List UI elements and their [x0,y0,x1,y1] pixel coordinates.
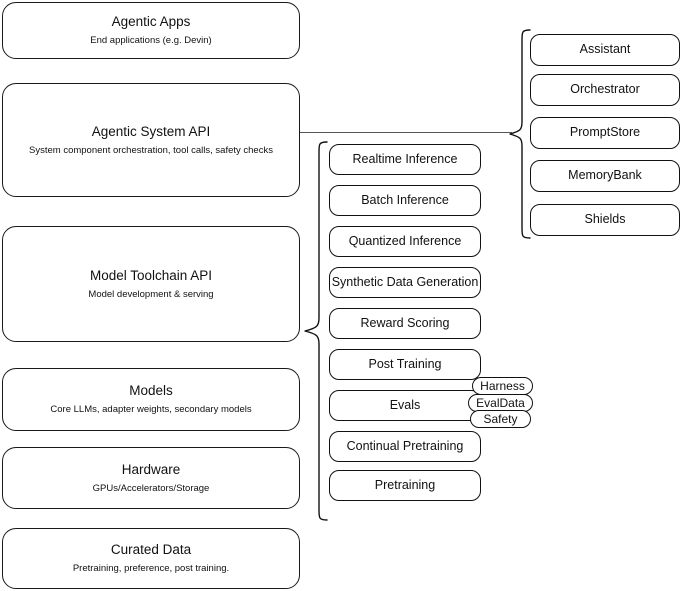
item-label: Quantized Inference [348,233,462,248]
eval-tag-label: Harness [480,379,525,393]
item-label: Evals [389,397,421,412]
toolchain-item-synthetic-data-generation[interactable]: Synthetic Data Generation [329,267,481,298]
item-label: Synthetic Data Generation [331,274,479,289]
toolchain-item-pretraining[interactable]: Pretraining [329,470,481,501]
layer-title: Curated Data [110,542,192,558]
item-label: Realtime Inference [352,151,458,166]
layer-subtitle: System component orchestration, tool cal… [29,144,273,156]
item-label: MemoryBank [568,168,642,183]
layer-subtitle: GPUs/Accelerators/Storage [92,482,210,494]
layer-box-models[interactable]: Models Core LLMs, adapter weights, secon… [2,368,300,431]
connector-line-agentic-system [300,132,512,133]
layer-title: Agentic System API [91,123,211,139]
layer-box-agentic-apps[interactable]: Agentic Apps End applications (e.g. Devi… [2,2,300,59]
brace-toolchain [304,141,328,521]
agentic-item-shields[interactable]: Shields [530,204,680,236]
toolchain-item-realtime-inference[interactable]: Realtime Inference [329,144,481,175]
item-label: Post Training [368,356,442,371]
toolchain-item-quantized-inference[interactable]: Quantized Inference [329,226,481,257]
item-label: Reward Scoring [360,315,450,330]
layer-box-curated-data[interactable]: Curated Data Pretraining, preference, po… [2,528,300,589]
item-label: Orchestrator [570,82,640,97]
item-label: Batch Inference [361,192,449,207]
eval-tag-label: Safety [483,412,518,426]
layer-subtitle: End applications (e.g. Devin) [90,35,212,46]
layer-title: Models [129,383,173,399]
agentic-item-orchestrator[interactable]: Orchestrator [530,74,680,106]
item-label: Assistant [579,42,631,57]
agentic-item-memorybank[interactable]: MemoryBank [530,160,680,192]
item-label: Shields [584,212,626,227]
layer-title: Model Toolchain API [89,267,213,283]
item-label: Pretraining [374,477,436,492]
eval-tag-safety[interactable]: Safety [470,410,531,428]
layer-box-model-toolchain-api[interactable]: Model Toolchain API Model development & … [2,226,300,342]
brace-agentic-system [509,29,531,239]
agentic-item-promptstore[interactable]: PromptStore [530,117,680,149]
layer-title: Agentic Apps [111,14,191,30]
toolchain-item-evals[interactable]: Evals [329,390,481,421]
eval-tag-harness[interactable]: Harness [472,377,533,395]
layer-box-agentic-system-api[interactable]: Agentic System API System component orch… [2,83,300,197]
layer-subtitle: Core LLMs, adapter weights, secondary mo… [50,404,252,415]
layer-subtitle: Pretraining, preference, post training. [72,563,230,574]
item-label: Continual Pretraining [346,438,464,453]
layer-title: Hardware [121,461,181,477]
toolchain-item-reward-scoring[interactable]: Reward Scoring [329,308,481,339]
layer-subtitle: Model development & serving [88,288,214,300]
layer-box-hardware[interactable]: Hardware GPUs/Accelerators/Storage [2,447,300,509]
item-label: PromptStore [569,125,641,140]
agentic-item-assistant[interactable]: Assistant [530,34,680,66]
toolchain-item-continual-pretraining[interactable]: Continual Pretraining [329,431,481,462]
toolchain-item-batch-inference[interactable]: Batch Inference [329,185,481,216]
toolchain-item-post-training[interactable]: Post Training [329,349,481,380]
eval-tag-label: EvalData [476,396,525,410]
